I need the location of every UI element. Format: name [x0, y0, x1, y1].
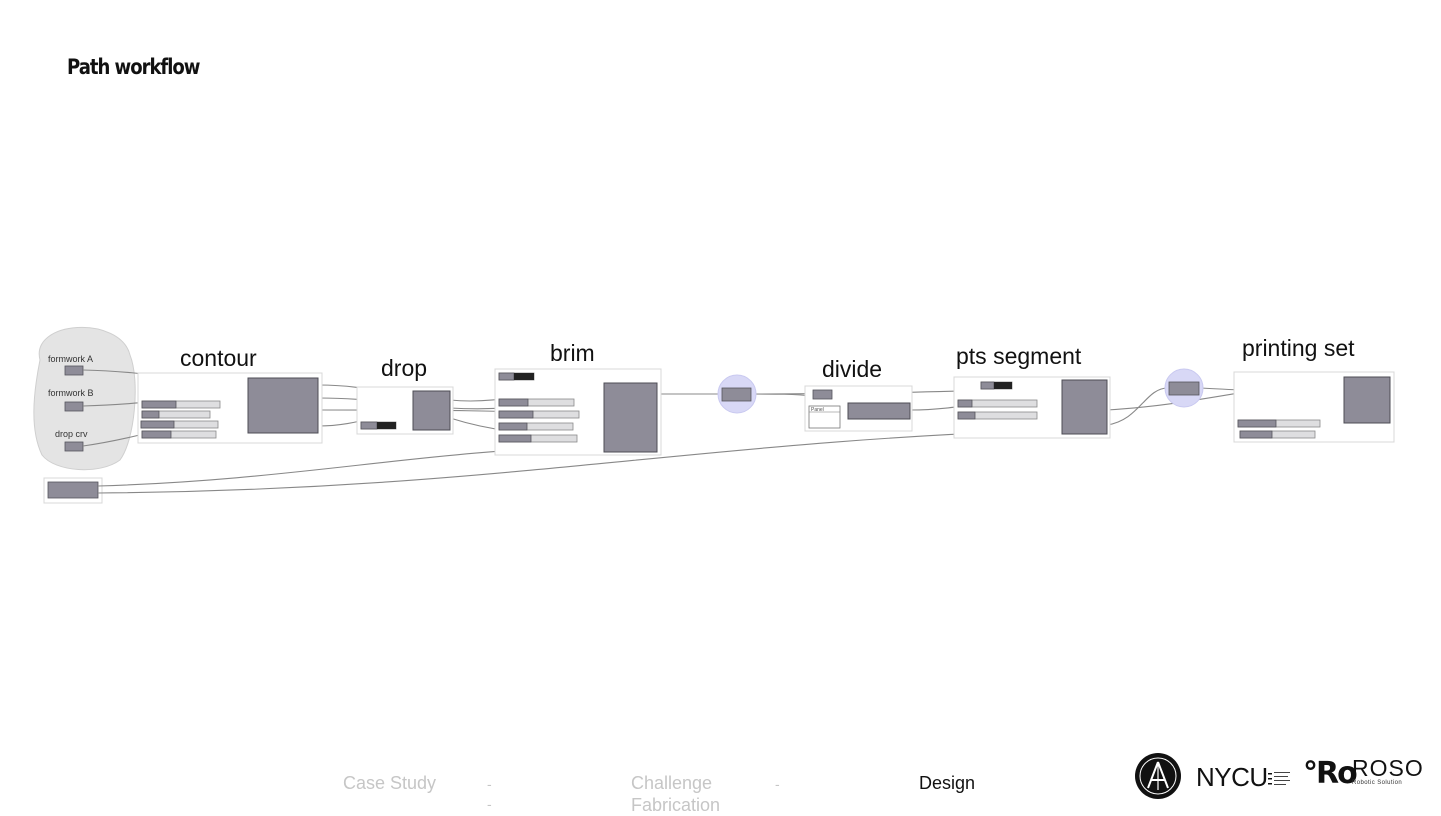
- component-divide[interactable]: [847, 402, 911, 420]
- nycu-logo: NYCU: [1196, 762, 1268, 792]
- stage-label-printing-set: printing set: [1242, 335, 1355, 361]
- university-seal-icon: [1135, 753, 1181, 799]
- stage-label-pts-segment: pts segment: [956, 343, 1082, 369]
- footer-nav-separator-1: -: [487, 776, 492, 792]
- input-label-formwork-b: formwork B: [48, 388, 94, 398]
- sliders-pts-segment[interactable]: [957, 381, 1038, 420]
- component-drop[interactable]: [412, 390, 451, 431]
- input-param-drop-crv[interactable]: [64, 441, 84, 452]
- stage-label-drop: drop: [381, 355, 427, 381]
- footer-nav-challenge[interactable]: Challenge: [631, 773, 713, 793]
- roso-subtitle: Robotic Solution: [1352, 780, 1403, 786]
- roso-logo: ROSO: [1352, 755, 1424, 781]
- component-contour[interactable]: [247, 377, 319, 434]
- input-param-formwork-a[interactable]: [64, 365, 84, 376]
- stage-label-contour: contour: [180, 345, 257, 371]
- roso-mark-icon: °Ro: [1303, 756, 1358, 791]
- footer-nav-fabrication[interactable]: Fabrication: [631, 795, 721, 815]
- page-title: Path workflow: [67, 55, 200, 79]
- stray-param[interactable]: [47, 481, 99, 499]
- slider-drop[interactable]: [360, 421, 397, 430]
- stage-label-divide: divide: [822, 356, 882, 382]
- sliders-brim[interactable]: [498, 372, 580, 443]
- relay-param-2[interactable]: [1168, 381, 1200, 396]
- divide-panel-label: Panel: [811, 407, 824, 413]
- input-label-formwork-a: formwork A: [48, 354, 93, 364]
- footer-nav-separator-3: -: [487, 796, 492, 812]
- sliders-printing-set[interactable]: [1237, 419, 1321, 439]
- input-label-drop-crv: drop crv: [55, 429, 88, 439]
- divide-input-param[interactable]: [812, 389, 833, 400]
- divide-panel[interactable]: [808, 405, 841, 429]
- inputs-cloud: [33, 327, 136, 471]
- component-brim[interactable]: [603, 382, 658, 453]
- stage-label-brim: brim: [550, 340, 595, 366]
- component-printing-set[interactable]: [1343, 376, 1391, 424]
- footer-nav-case-study[interactable]: Case Study: [343, 773, 437, 793]
- input-param-formwork-b[interactable]: [64, 401, 84, 412]
- nycu-subtext-icon: [1268, 772, 1290, 785]
- relay-param-1[interactable]: [721, 387, 752, 402]
- component-pts-segment[interactable]: [1061, 379, 1108, 435]
- footer-nav-design[interactable]: Design: [919, 773, 976, 793]
- footer-nav-separator-2: -: [775, 776, 780, 792]
- sliders-contour[interactable]: [140, 400, 221, 439]
